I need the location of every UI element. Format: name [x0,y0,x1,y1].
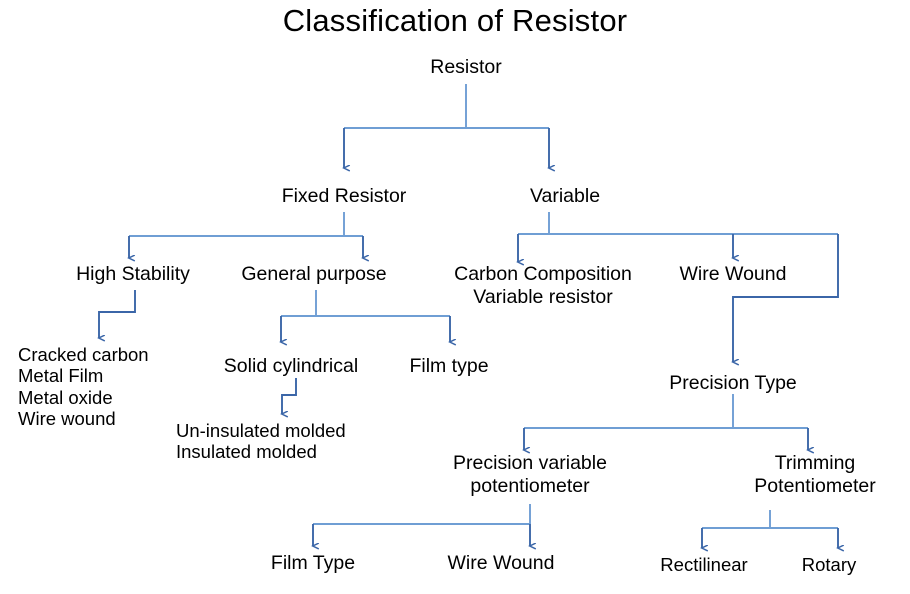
node-rectilinear: Rectilinear [660,554,748,575]
node-solid-cylindrical: Solid cylindrical [223,355,359,377]
node-film-type-precision: Film Type [270,552,356,574]
node-high-stability: High Stability [76,263,190,285]
edge-highstability-to-list [99,290,136,338]
node-wire-wound-variable: Wire Wound [679,263,787,285]
node-precision-variable-potentiometer: Precision variable potentiometer [453,452,607,497]
node-carbon-composition-variable-resistor: Carbon Composition Variable resistor [454,263,632,308]
node-wire-wound-precision: Wire Wound [447,552,555,574]
node-trimming-potentiometer: Trimming Potentiometer [754,452,876,497]
node-general-purpose: General purpose [241,263,387,285]
node-film-type-fixed: Film type [409,355,489,377]
node-variable: Variable [529,185,601,207]
node-fixed-resistor: Fixed Resistor [281,185,407,207]
node-high-stability-list: Cracked carbon Metal Film Metal oxide Wi… [18,344,149,430]
node-precision-type: Precision Type [669,372,797,394]
edge-solid-to-molded [282,378,297,414]
edge-variable-to-precisiontype [733,234,839,362]
node-rotary: Rotary [801,554,857,575]
page-title: Classification of Resistor [282,3,628,38]
node-resistor: Resistor [430,56,502,78]
node-molded-list: Un-insulated molded Insulated molded [176,420,346,463]
